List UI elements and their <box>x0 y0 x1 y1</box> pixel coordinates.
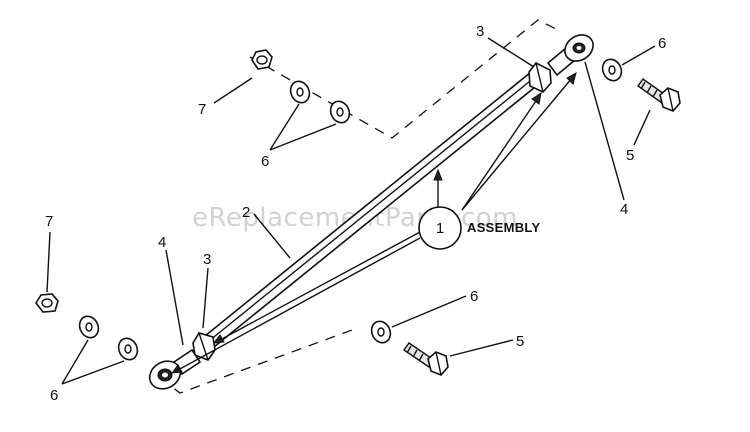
washer-top-right <box>601 58 623 82</box>
washer-bottom-middle <box>370 320 392 344</box>
washer-top-left-2 <box>329 100 351 124</box>
washer-bottom-left-1 <box>78 315 100 339</box>
callout-5-bottom: 5 <box>516 333 524 350</box>
assembly-callout: 1 ASSEMBLY <box>418 206 540 250</box>
assembly-label: ASSEMBLY <box>467 220 540 235</box>
callout-6-top-left: 6 <box>261 153 269 170</box>
callout-5-top: 5 <box>626 147 634 164</box>
callout-3-top: 3 <box>476 23 484 40</box>
hex-nut-bottom <box>35 293 59 313</box>
rod-end-top <box>546 34 594 77</box>
bolt-bottom <box>403 342 449 376</box>
jam-nut-top <box>528 61 552 93</box>
callout-7-top: 7 <box>198 101 206 118</box>
callout-numbers: 2 3 3 4 4 5 5 6 6 6 6 7 7 <box>45 23 666 404</box>
callout-4-top: 4 <box>620 201 628 218</box>
callout-6-bottom-middle: 6 <box>470 288 478 305</box>
callout-4-bottom: 4 <box>158 234 166 251</box>
washer-bottom-left-2 <box>117 337 139 361</box>
callout-6-top-right: 6 <box>658 35 666 52</box>
washer-top-left-1 <box>289 80 311 104</box>
hex-nut-top <box>251 49 273 70</box>
callout-3-bottom: 3 <box>203 251 211 268</box>
callout-1: 1 <box>436 220 444 237</box>
bolt-top-right <box>637 78 681 112</box>
leader-lines <box>46 37 656 385</box>
callout-7-bottom: 7 <box>45 213 53 230</box>
callout-6-bottom-left: 6 <box>50 387 58 404</box>
callout-2: 2 <box>242 204 250 221</box>
